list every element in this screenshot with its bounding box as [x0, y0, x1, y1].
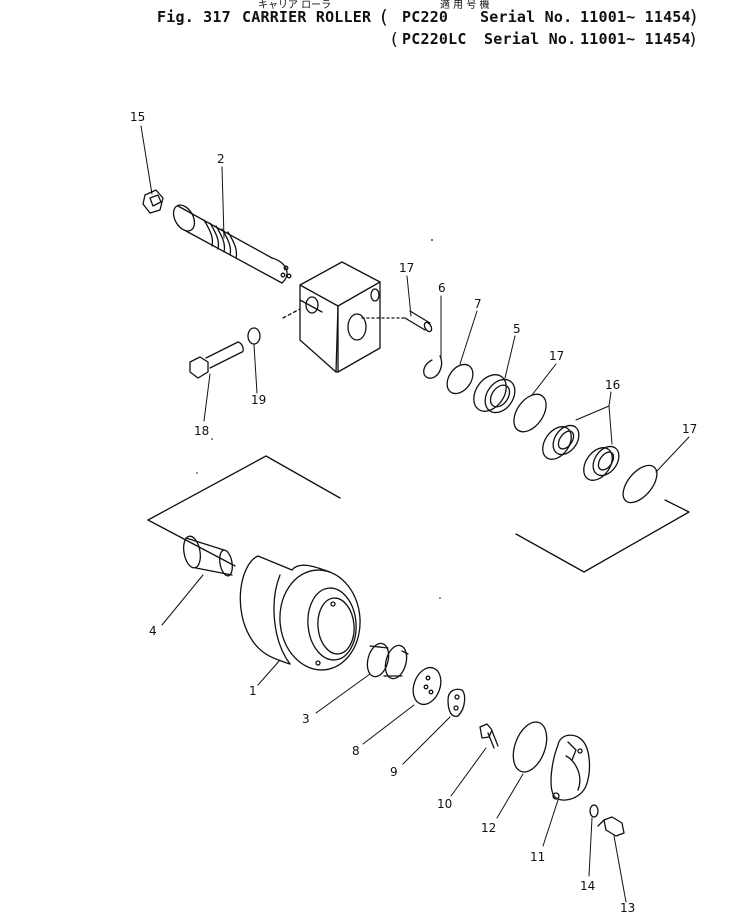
part-17-o-ring-b	[622, 464, 658, 504]
callout-5: 5	[513, 322, 521, 336]
figure-title: CARRIER ROLLER	[242, 8, 372, 26]
assembly-frame-right	[515, 499, 690, 573]
part-13-bolt	[597, 816, 625, 837]
part-3-collar	[366, 642, 409, 680]
callout-15: 15	[130, 110, 145, 124]
part-10-bolt	[479, 723, 499, 749]
serial-2-range: 11001~ 11454	[580, 30, 691, 48]
part-6-snap-ring	[423, 355, 443, 379]
part-9-lock-plate	[447, 688, 466, 718]
part-2-shaft	[172, 204, 292, 284]
callout-13: 13	[620, 901, 635, 914]
callout-10: 10	[437, 797, 452, 811]
callout-17b: 17	[682, 422, 697, 436]
assembly-frame-left-2	[147, 519, 236, 567]
callout-16: 16	[605, 378, 620, 392]
callout-20: 19	[251, 393, 266, 407]
part-5-floating-seal	[473, 374, 516, 414]
serial-2-label: Serial No.	[484, 30, 577, 48]
part-1-roller	[239, 555, 361, 671]
part-17-o-ring-a	[513, 393, 547, 433]
bracket-close-1: )	[688, 6, 700, 28]
callout-9: 9	[390, 765, 398, 779]
part-19-bolt	[189, 341, 244, 379]
part-16-seal-set	[542, 424, 620, 481]
japanese-serial-caption: 適 用 号 機	[440, 0, 490, 11]
callout-19: 18	[194, 424, 209, 438]
callout-6: 6	[438, 281, 446, 295]
japanese-title: キャリア ローラ	[258, 0, 332, 11]
callout-8: 8	[352, 744, 360, 758]
part-11-cover	[550, 734, 591, 801]
callout-2: 2	[217, 152, 225, 166]
bracket-open-1: (	[378, 6, 390, 28]
part-4-bushing	[182, 535, 233, 577]
part-20-washer	[247, 327, 261, 345]
serial-1-model: PC220	[402, 8, 449, 26]
callout-17a: 17	[549, 349, 564, 363]
callout-11: 11	[530, 850, 545, 864]
callout-1: 1	[249, 684, 257, 698]
callout-3: 3	[302, 712, 310, 726]
part-18-pin	[404, 310, 433, 333]
part-8-plate	[412, 666, 442, 706]
callout-4: 4	[149, 624, 157, 638]
callout-12: 12	[481, 821, 496, 835]
callout-18: 17	[399, 261, 414, 275]
serial-2-model: PC220LC	[402, 30, 467, 48]
figure-number: Fig. 317	[157, 8, 231, 26]
bracket-close-2: )	[688, 30, 699, 50]
serial-1-range: 11001~ 11454	[580, 8, 691, 26]
axis-line	[282, 308, 301, 319]
part-15-plug	[142, 189, 164, 214]
callout-14: 14	[580, 879, 595, 893]
part-14-washer	[589, 804, 599, 818]
leader-lines	[140, 125, 690, 903]
part-7-o-ring	[446, 363, 474, 395]
callout-7: 7	[474, 297, 482, 311]
part-housing-block	[299, 261, 381, 373]
bracket-open-2: (	[389, 30, 400, 50]
assembly-frame-left	[147, 455, 341, 521]
serial-1-label: Serial No.	[480, 8, 573, 26]
part-12-o-ring	[512, 721, 548, 773]
